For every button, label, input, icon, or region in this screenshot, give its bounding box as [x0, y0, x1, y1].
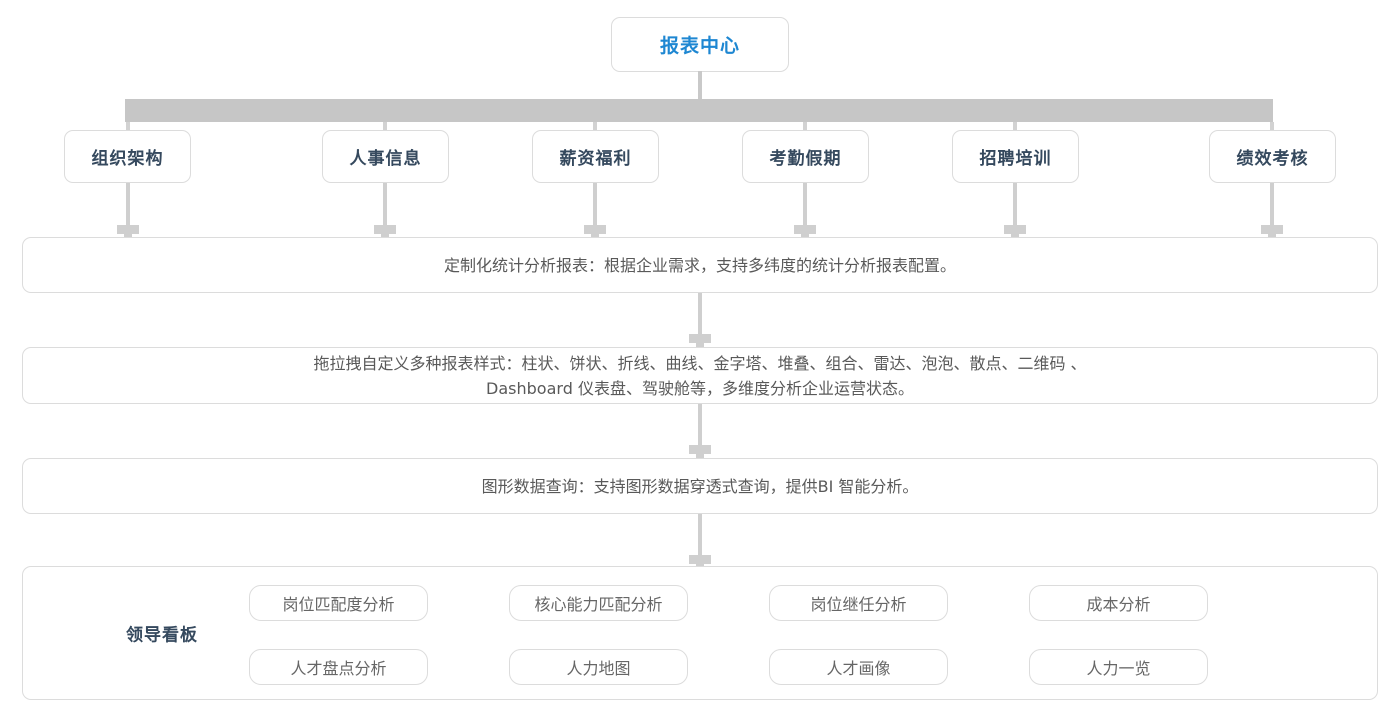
stub-connector [803, 122, 807, 130]
feature-text-line2: Dashboard 仪表盘、驾驶舱等，多维度分析企业运营状态。 [486, 378, 914, 398]
pin-connector [689, 404, 711, 458]
module-label: 薪资福利 [559, 149, 632, 169]
module-label: 招聘培训 [979, 149, 1052, 169]
root-node-report-center: 报表中心 [611, 17, 789, 72]
module-label: 人事信息 [349, 149, 422, 169]
dashboard-item-label: 岗位匹配度分析 [282, 595, 395, 614]
module-box-organization: 组织架构 [64, 130, 191, 183]
module-box-recruitment-training: 招聘培训 [952, 130, 1079, 183]
module-label: 绩效考核 [1236, 149, 1309, 169]
dashboard-item-label: 人力一览 [1086, 659, 1151, 678]
pin-connector [117, 183, 139, 238]
stub-connector [1270, 122, 1274, 130]
pin-connector [689, 293, 711, 347]
root-node-label: 报表中心 [659, 35, 740, 57]
dashboard-item-hr-overview: 人力一览 [1029, 649, 1208, 685]
dashboard-item-hr-map: 人力地图 [509, 649, 688, 685]
pin-connector [689, 514, 711, 568]
dashboard-item-post-match-analysis: 岗位匹配度分析 [249, 585, 428, 621]
dashboard-panel-label: 领导看板 [126, 625, 198, 646]
dashboard-item-talent-portrait: 人才画像 [769, 649, 948, 685]
feature-box-report-styles: 拖拉拽自定义多种报表样式：柱状、饼状、折线、曲线、金字塔、堆叠、组合、雷达、泡泡… [22, 347, 1378, 404]
pin-connector [584, 183, 606, 238]
dashboard-item-label: 核心能力匹配分析 [534, 595, 663, 614]
module-box-salary-benefits: 薪资福利 [532, 130, 659, 183]
feature-text: 定制化统计分析报表：根据企业需求，支持多纬度的统计分析报表配置。 [443, 255, 956, 275]
stub-connector [383, 122, 387, 130]
module-box-personnel: 人事信息 [322, 130, 449, 183]
dashboard-item-core-ability-match: 核心能力匹配分析 [509, 585, 688, 621]
module-box-performance: 绩效考核 [1209, 130, 1336, 183]
pin-connector [1004, 183, 1026, 238]
pin-connector [1261, 183, 1283, 238]
feature-box-custom-reports: 定制化统计分析报表：根据企业需求，支持多纬度的统计分析报表配置。 [22, 237, 1378, 293]
feature-box-graph-query: 图形数据查询：支持图形数据穿透式查询，提供BI 智能分析。 [22, 458, 1378, 514]
dashboard-panel: 领导看板 岗位匹配度分析 核心能力匹配分析 岗位继任分析 成本分析 人才盘点分析… [22, 566, 1378, 700]
stub-connector [126, 122, 130, 130]
stub-connector [1013, 122, 1017, 130]
dashboard-item-succession-analysis: 岗位继任分析 [769, 585, 948, 621]
feature-text: 图形数据查询：支持图形数据穿透式查询，提供BI 智能分析。 [481, 476, 919, 496]
pin-connector [794, 183, 816, 238]
stub-connector [593, 122, 597, 130]
dashboard-item-label: 成本分析 [1086, 595, 1151, 614]
feature-text-line1: 拖拉拽自定义多种报表样式：柱状、饼状、折线、曲线、金字塔、堆叠、组合、雷达、泡泡… [313, 353, 1087, 373]
dashboard-item-cost-analysis: 成本分析 [1029, 585, 1208, 621]
trunk-connector-line [698, 71, 702, 99]
pin-connector [374, 183, 396, 238]
dashboard-item-talent-inventory: 人才盘点分析 [249, 649, 428, 685]
module-label: 考勤假期 [769, 149, 842, 169]
dashboard-item-label: 人力地图 [566, 659, 631, 678]
module-label: 组织架构 [91, 149, 164, 169]
dashboard-item-label: 岗位继任分析 [810, 595, 907, 614]
bus-bar-connector [125, 99, 1273, 122]
dashboard-item-label: 人才盘点分析 [290, 659, 387, 678]
dashboard-item-label: 人才画像 [826, 659, 891, 678]
module-box-attendance-leave: 考勤假期 [742, 130, 869, 183]
